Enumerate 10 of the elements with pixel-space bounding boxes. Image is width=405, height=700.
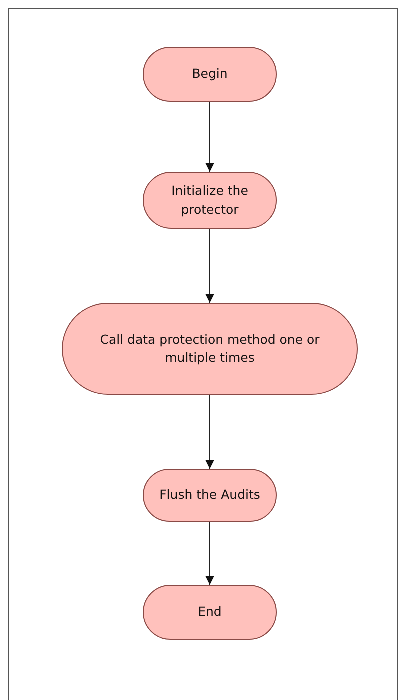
- node-label: Initialize the protector: [170, 182, 250, 219]
- node-label: Begin: [192, 65, 228, 84]
- node-label: End: [198, 603, 222, 622]
- node-label: Flush the Audits: [160, 486, 260, 504]
- arrow: [206, 522, 214, 586]
- arrow: [206, 102, 214, 172]
- node-label: Call data protection method one or multiple times: [99, 330, 321, 367]
- terminal-box: [143, 469, 277, 522]
- arrow: [206, 394, 214, 470]
- arrow: [206, 228, 214, 304]
